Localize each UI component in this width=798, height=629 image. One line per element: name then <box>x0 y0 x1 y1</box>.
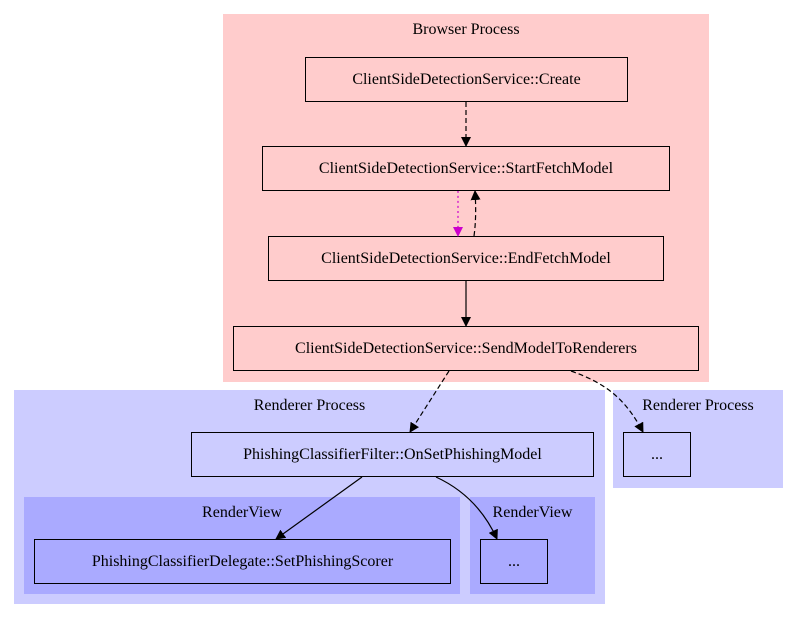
renderview-other-cluster: RenderView <box>470 497 595 594</box>
node-end-fetch-model: ClientSideDetectionService::EndFetchMode… <box>268 236 664 281</box>
browser-process-label: Browser Process <box>412 21 520 38</box>
renderview-label: RenderView <box>202 504 282 521</box>
renderer-process-other-cluster: Renderer Process <box>613 390 783 488</box>
node-renderview-ellipsis: ... <box>480 539 548 584</box>
node-create: ClientSideDetectionService::Create <box>305 57 628 102</box>
node-on-set-phishing-model: PhishingClassifierFilter::OnSetPhishingM… <box>191 432 594 477</box>
edge-on-set-model-to-set-scorer <box>275 476 363 540</box>
renderview-cluster: RenderView <box>24 497 460 594</box>
renderer-process-other-label: Renderer Process <box>642 397 754 414</box>
node-renderer-ellipsis: ... <box>623 432 691 477</box>
renderer-process-label: Renderer Process <box>253 397 366 414</box>
edge-end-fetch-to-start-fetch <box>470 190 481 237</box>
node-set-phishing-scorer: PhishingClassifierDelegate::SetPhishingS… <box>34 539 451 584</box>
edge-send-model-to-renderer-ellipsis <box>570 370 644 433</box>
edge-on-set-model-to-renderview-ellipsis <box>435 476 498 540</box>
edge-send-model-to-on-set-model <box>409 370 450 433</box>
renderview-other-label: RenderView <box>492 504 573 521</box>
